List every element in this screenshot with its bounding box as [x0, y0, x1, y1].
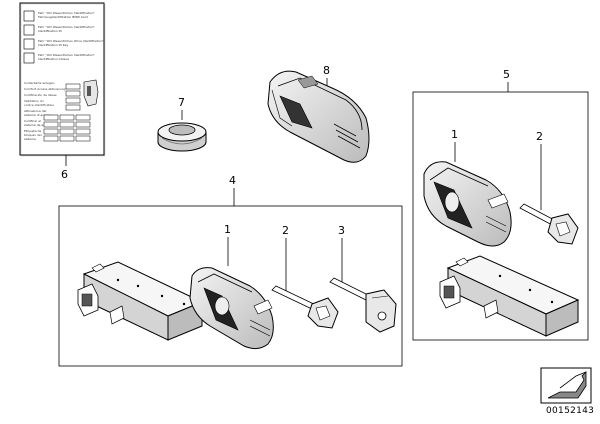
manual-heading-line-2: Fahrzeugidentifikation BMW Card	[38, 15, 88, 19]
kit-control-unit[interactable]	[77, 261, 204, 341]
manual-lower-line-2: Comfort Access Aktivierung	[24, 87, 66, 91]
callout-kit-emergency-key-alt: 3	[338, 224, 345, 237]
callout-retrofit-kit: 4	[229, 174, 236, 187]
key-set-frame	[412, 91, 589, 341]
diagram-type-icon	[540, 367, 592, 404]
callout-key-cover: 8	[323, 64, 330, 77]
callout-key-set: 5	[503, 68, 510, 81]
kit-emergency-key[interactable]	[271, 285, 339, 329]
retrofit-kit-frame	[58, 205, 403, 367]
manual-lower-line-4: Validation du	[24, 99, 44, 103]
kit-emergency-key-alt[interactable]	[329, 277, 397, 333]
manual-row2-line1: Fahr "Ohl Wesentlichen Ohne Identifikati…	[38, 39, 105, 43]
manual-lower-line-6: Attivazione del	[24, 109, 46, 113]
kit-remote-key[interactable]	[189, 267, 274, 350]
manual-lower-line-1: Codierkarte anlegen	[24, 81, 55, 85]
manual-row3-line1: Fahr "Ohl Wesentlichen Identifikation"	[38, 53, 96, 57]
manual-lower-line-7: sistema di accesso	[24, 113, 52, 117]
manual-lower-line-8: Codificar el	[24, 119, 41, 123]
manual-row2-line2: Identifikation ID Key	[38, 43, 68, 47]
callout-set-remote-key: 1	[451, 128, 458, 141]
manual-heading-line-1: Fahr "Ohl Wesentlichen Identifikation"	[38, 11, 96, 15]
manual-lower-line-5: codice identificativo	[24, 103, 54, 107]
manual-lower-line-10: Etiqueta de	[24, 129, 41, 133]
set-remote-key[interactable]	[423, 161, 512, 247]
manual-lower-line-12: sistema	[24, 137, 36, 141]
manual-row1-line1: Fahr "Ohl Wesentlichen Identifikation"	[38, 25, 96, 29]
manual-lower-line-3: Codificación de llaves	[24, 93, 57, 97]
callout-manual-set: 6	[61, 168, 68, 181]
set-control-unit[interactable]	[439, 255, 580, 337]
callout-kit-remote-key: 1	[224, 223, 231, 236]
manual-row1-line2: Identifikation ID	[38, 29, 63, 33]
battery[interactable]	[157, 122, 207, 152]
diagram-id: 00152143	[546, 406, 594, 416]
callout-kit-emergency-key: 2	[282, 224, 289, 237]
manual-card[interactable]: Fahr "Ohl Wesentlichen Identifikation" F…	[19, 2, 106, 157]
manual-lower-line-11: bloqueo del	[24, 133, 42, 137]
manual-lower-line-9: sistema de acceso	[24, 123, 52, 127]
callout-set-emergency-key: 2	[536, 130, 543, 143]
callout-battery: 7	[178, 96, 185, 109]
set-emergency-key[interactable]	[519, 203, 579, 245]
key-cover[interactable]	[267, 70, 370, 163]
manual-row3-line2: Identifikation Chiave	[38, 57, 69, 61]
